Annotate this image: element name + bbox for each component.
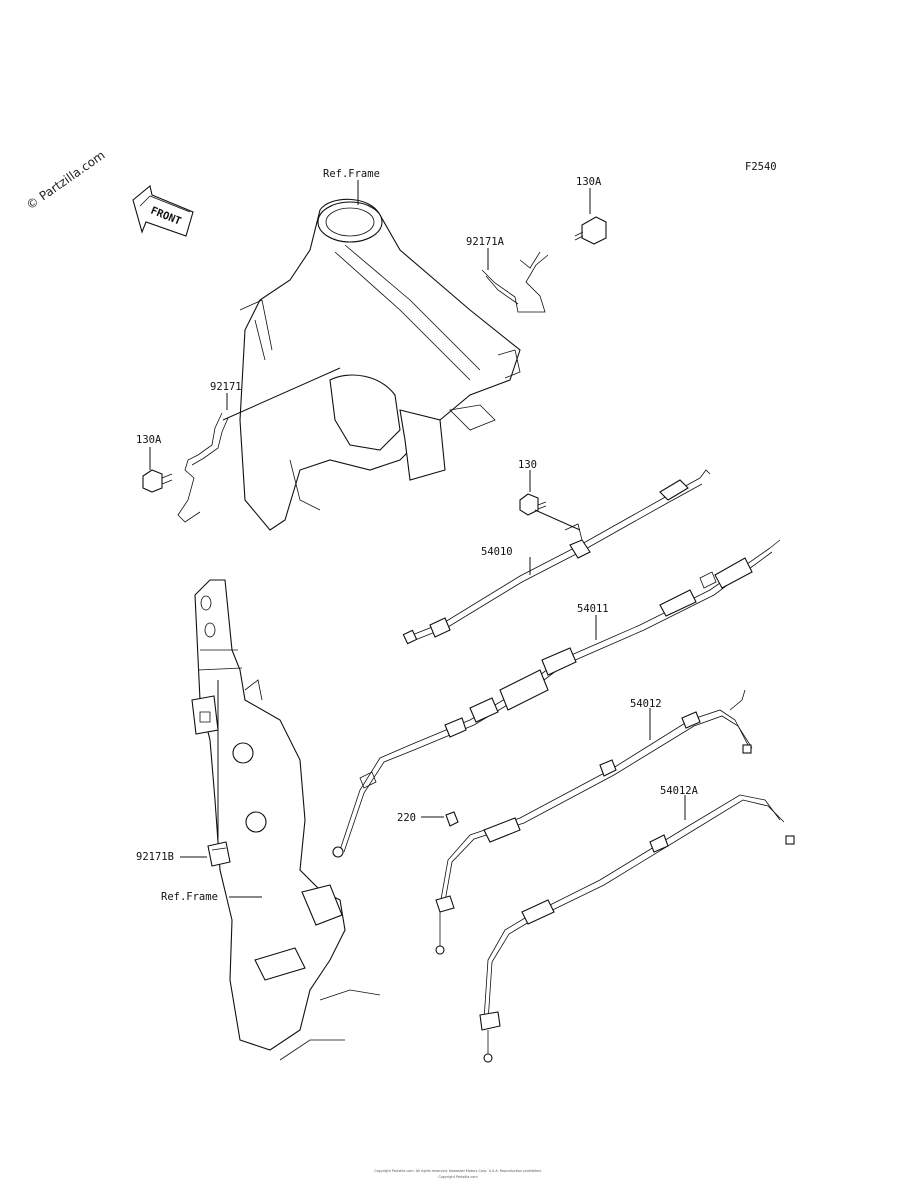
bolt-130 [519, 493, 547, 516]
label-130: 130 [518, 459, 537, 471]
label-92171a: 92171A [466, 236, 505, 248]
label-130a-top: 130A [576, 176, 602, 188]
bolt-130a-left [142, 469, 173, 493]
watermark: © Partzilla.com [24, 148, 108, 213]
front-arrow-icon: FRONT [132, 185, 194, 237]
label-54011: 54011 [577, 603, 609, 615]
cable-54011 [332, 539, 781, 858]
footer-line-1: Copyright Partzilla.com. All rights rese… [374, 1169, 542, 1173]
label-92171: 92171 [210, 381, 242, 393]
label-54012: 54012 [630, 698, 662, 710]
clamp-92171b [207, 841, 231, 867]
leader-lines [149, 180, 686, 898]
frame-head-section [239, 198, 521, 531]
label-130a-left: 130A [136, 434, 162, 446]
footer-line-2: Copyright Partzilla.com [438, 1175, 478, 1179]
figure-code: F2540 [745, 161, 777, 173]
cable-54012 [435, 689, 753, 955]
label-92171b: 92171B [136, 851, 174, 863]
label-54010: 54010 [481, 546, 513, 558]
label-220: 220 [397, 812, 416, 824]
label-ref-frame-top: Ref.Frame [323, 168, 380, 180]
clamp-92171a [481, 251, 549, 313]
frame-lower-section [191, 579, 381, 1061]
label-54012a: 54012A [660, 785, 699, 797]
bolt-130a-top [574, 216, 607, 245]
clamp-92171 [177, 412, 229, 523]
label-ref-frame-bottom: Ref.Frame [161, 891, 218, 903]
cable-54012a [479, 794, 795, 1063]
cable-54010 [402, 469, 711, 645]
